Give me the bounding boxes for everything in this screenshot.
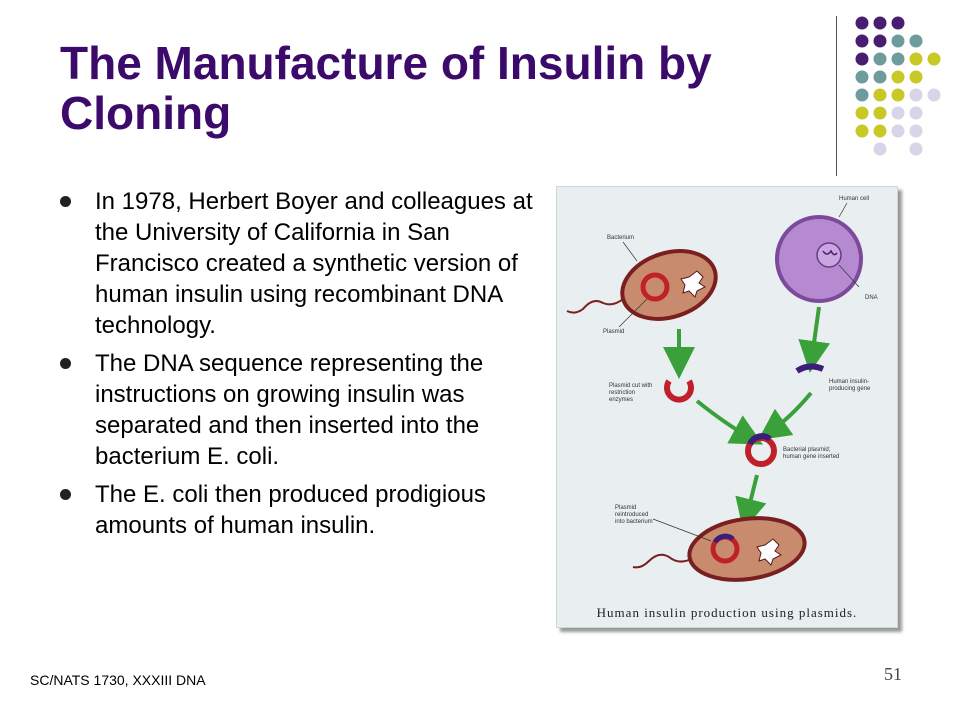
bullet-dot-icon [60,489,71,500]
bullet-item: The E. coli then produced prodigious amo… [60,479,540,541]
arrow-down-bottom [735,474,767,531]
arrow-down-right [798,306,831,373]
arrow-converge-left [695,399,764,445]
bullet-dot-icon [60,358,71,369]
vertical-divider [836,16,837,176]
label-reintroduced-1: Plasmid [615,505,636,511]
human-cell-nucleus [816,242,842,268]
decorative-dot-grid [855,16,941,156]
slide-title: The Manufacture of Insulin by Cloning [60,37,712,139]
label-human-gene-1: Human insulin- [829,379,869,385]
footer-course-label: SC/NATS 1730, XXXIII DNA [30,672,206,688]
bullet-text: The DNA sequence representing the instru… [95,350,484,470]
insulin-plasmid-figure: Human cell DNA Bacterium Plasmid Plasmid… [556,186,898,628]
bacterium-bottom [687,516,807,582]
bullet-text: In 1978, Herbert Boyer and colleagues at… [95,188,533,339]
label-human-gene-2: producing gene [829,386,871,392]
arrow-converge-right [757,391,813,441]
bullet-text: The E. coli then produced prodigious amo… [95,481,486,539]
cut-plasmid [664,379,694,403]
label-bacterial-plasmid-1: Bacterial plasmid; [783,447,831,453]
label-plasmid-cut-2: restriction [609,390,635,396]
insulin-plasmid-diagram: Human cell DNA Bacterium Plasmid Plasmid… [566,196,878,582]
human-gene-fragment [795,363,825,374]
figure-caption: Human insulin production using plasmids. [596,605,858,620]
plasmid-top [640,272,670,302]
label-reintroduced-3: into bacterium [615,519,653,525]
bullet-item: In 1978, Herbert Boyer and colleagues at… [60,186,540,341]
page-number: 51 [884,664,902,684]
label-bacterial-plasmid-2: human gene inserted [783,454,839,460]
label-bacterium: Bacterium [607,235,634,241]
label-plasmid-cut-3: enzymes [609,397,633,403]
label-human-cell: Human cell [839,196,869,202]
bullet-dot-icon [60,196,71,207]
label-dna: DNA [865,295,878,301]
bullet-list: In 1978, Herbert Boyer and colleagues at… [60,186,540,548]
label-plasmid-cut-1: Plasmid cut with [609,383,652,389]
label-plasmid: Plasmid [603,329,624,335]
label-reintroduced-2: reintroduced [615,512,648,518]
bullet-item: The DNA sequence representing the instru… [60,348,540,472]
